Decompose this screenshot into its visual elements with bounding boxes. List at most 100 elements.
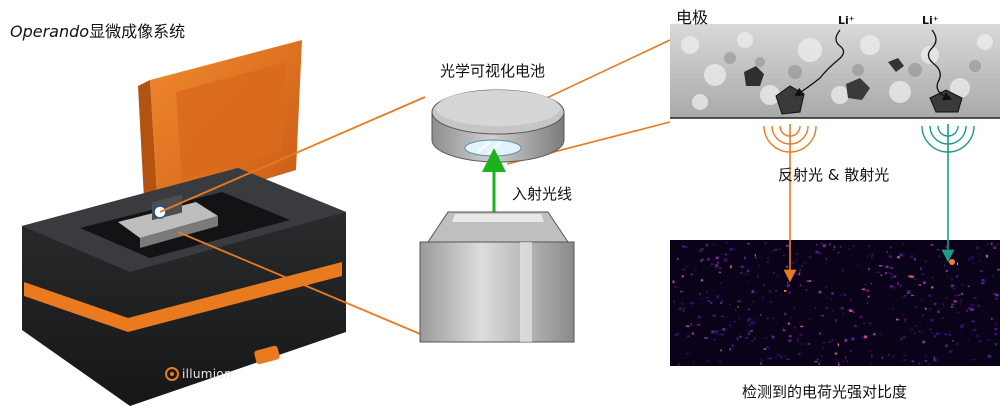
heatmap-speckle [950,284,955,288]
heatmap-speckle [848,248,851,250]
heatmap-speckle [729,324,731,327]
objective-lens [419,211,575,343]
heatmap-speckle [971,320,975,322]
heatmap-speckle [985,254,988,258]
heatmap-speckle [937,310,940,314]
heatmap-speckle [820,242,823,245]
heatmap-speckle [809,317,812,320]
heatmap-speckle [826,297,828,299]
heatmap-speckle [922,314,924,316]
heatmap-speckle [925,354,927,357]
heatmap-speckle [914,306,917,309]
system-title-prefix: Operando [10,22,90,41]
heatmap-speckle [711,330,715,334]
heatmap-speckle [839,294,843,296]
heatmap-speckle [753,337,756,340]
heatmap-speckle [795,253,799,255]
heatmap-speckle [766,346,770,349]
heatmap-speckle [987,355,991,358]
heatmap-speckle [846,360,849,363]
heatmap-speckle [869,350,871,353]
heatmap-speckle [897,256,900,259]
heatmap-speckle [757,275,759,278]
heatmap-speckle [767,261,769,263]
heatmap-speckle [968,307,972,309]
heatmap-speckle [965,309,969,313]
heatmap-speckle [885,265,889,269]
heatmap-speckle [880,274,883,276]
heatmap-speckle [949,350,953,353]
heatmap-speckle [842,269,844,272]
brand-text: illumion [182,367,232,381]
heatmap-speckle [892,355,895,358]
heatmap-speckle [970,303,974,306]
heatmap-speckle [956,293,958,297]
heatmap-speckle [972,359,975,361]
heatmap-speckle [888,354,890,356]
heatmap-speckle [790,317,792,319]
heatmap-speckle [717,333,720,335]
heatmap-speckle [918,284,921,286]
heatmap-speckle [859,315,863,319]
heatmap-speckle [763,284,765,287]
heatmap-speckle [967,285,970,287]
heatmap-speckle [879,332,881,336]
heatmap-speckle [747,318,751,322]
heatmap-speckle [867,295,870,298]
heatmap-speckle [764,242,767,245]
heatmap-speckle [844,293,846,297]
heatmap-speckle [683,307,686,309]
heatmap-speckle [724,260,726,262]
heatmap-speckle [699,293,701,296]
heatmap-speckle [682,269,686,271]
heatmap-speckle [706,243,708,247]
heatmap-speckle [798,269,802,271]
heatmap-speckle [837,343,839,347]
heatmap-speckle [900,337,903,341]
heatmap-speckles [672,242,1000,367]
heatmap-speckle [980,339,983,342]
heatmap-speckle [726,260,728,262]
heatmap-speckle [970,256,974,259]
heatmap-speckle [800,325,804,328]
heatmap-speckle [747,332,750,336]
heatmap-speckle [960,292,963,296]
heatmap-speckle [729,348,732,351]
heatmap-speckle [720,302,722,304]
heatmap-speckle [793,326,796,329]
heatmap-speckle [829,243,831,246]
heatmap-speckle [983,281,986,284]
heatmap-speckle [808,280,812,282]
heatmap-speckle [993,293,997,295]
heatmap-speckle [873,333,876,336]
heatmap-speckle [944,333,947,336]
heatmap-speckle [928,294,932,297]
heatmap-speckle [842,360,845,362]
heatmap-speckle [722,328,725,331]
heatmap-speckle [710,265,713,267]
heatmap-speckle [918,362,921,365]
heatmap-speckle [776,353,778,356]
heatmap-speckle [707,300,710,302]
heatmap-speckle [782,329,786,332]
heatmap-speckle [839,246,842,248]
heatmap-speckle [767,357,771,360]
heatmap-speckle [861,288,866,291]
heatmap-speckle [739,335,742,338]
heatmap-speckle [930,243,934,246]
heatmap-speckle [767,257,769,259]
heatmap-speckle [994,322,997,325]
heatmap-speckle [871,283,873,285]
heatmap-speckle [918,330,921,333]
heatmap-speckle [718,271,721,274]
heatmap-speckle [720,282,722,284]
heatmap-speckle [674,285,677,288]
heatmap-speckle [818,290,822,294]
li-ion-label-left: Li⁺ [838,14,855,27]
heatmap-speckle [738,317,740,320]
heatmap-speckle [970,308,974,311]
heatmap-speckle [803,262,806,264]
heatmap-speckle [954,294,957,296]
heatmap-speckle [904,318,907,322]
heatmap-speckle [972,328,977,331]
